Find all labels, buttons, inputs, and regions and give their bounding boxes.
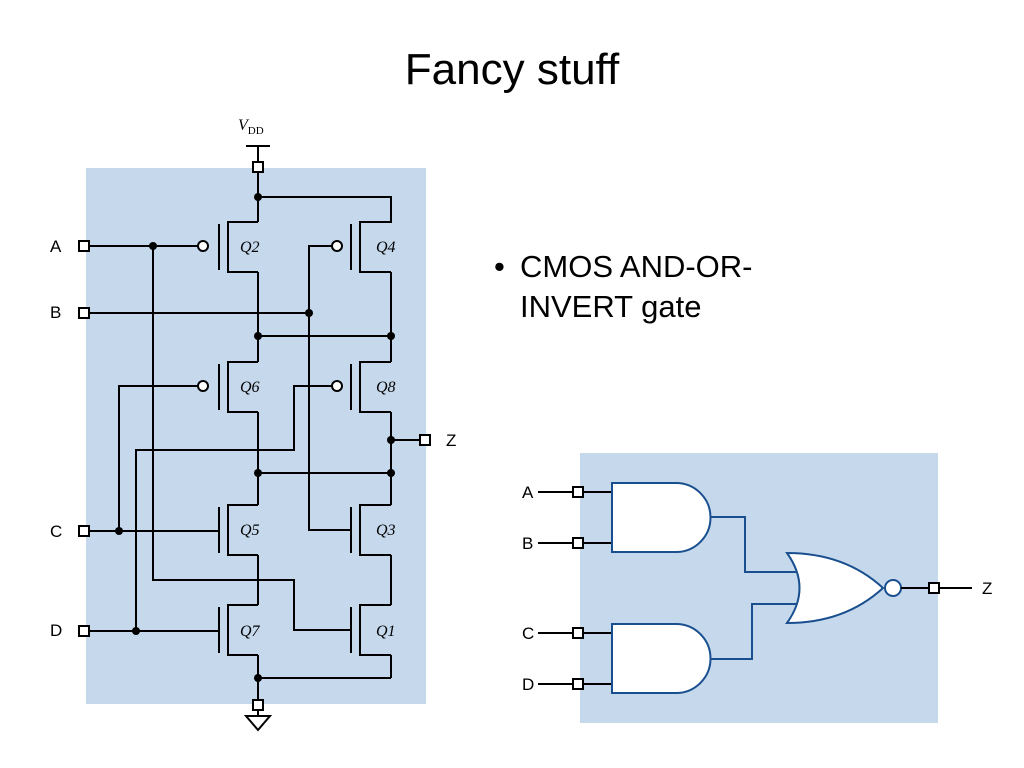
logic-input-d-label: D (522, 675, 534, 694)
slide-title: Fancy stuff (404, 45, 620, 94)
logic-input-a-pin (572, 486, 584, 498)
bullet-item: • CMOS AND-OR-INVERT gate (494, 247, 824, 327)
transistor-q4: Q4 (331, 221, 396, 273)
nor-gate (785, 551, 885, 625)
logic-output-label: Z (982, 579, 992, 598)
q6-label: Q6 (240, 379, 260, 396)
vdd-pin (252, 161, 264, 173)
ground-symbol (243, 715, 273, 732)
q4-label: Q4 (376, 239, 396, 256)
transistor-q3: Q3 (350, 504, 396, 556)
q1-label: Q1 (376, 623, 396, 640)
output-pin (419, 434, 431, 446)
transistor-q6: Q6 (197, 361, 260, 413)
logic-output-pin (928, 582, 940, 594)
logic-diagram: A B C D Z (522, 453, 992, 723)
q2-label: Q2 (240, 239, 260, 256)
input-c-pin (78, 525, 90, 537)
ground-pin (252, 699, 264, 711)
input-a-pin (78, 240, 90, 252)
q3-label: Q3 (376, 522, 396, 539)
and-gate-bottom (611, 623, 712, 694)
input-b-label: B (50, 303, 61, 322)
input-d-label: D (50, 621, 62, 640)
vdd-label: VDD (238, 117, 264, 137)
output-label: Z (446, 431, 456, 450)
input-b-pin (78, 307, 90, 319)
input-c-label: C (50, 522, 62, 541)
transistor-q1: Q1 (350, 604, 396, 656)
nor-bubble (884, 579, 902, 597)
bullet-dot: • (494, 249, 505, 284)
and-gate-top (611, 482, 712, 553)
cmos-panel (86, 168, 426, 704)
logic-input-a-label: A (522, 483, 534, 502)
q8-label: Q8 (376, 379, 396, 396)
cmos-schematic: VDD Q2 Q4 Q6 (50, 117, 456, 732)
bullet-text: CMOS AND-OR-INVERT gate (520, 249, 753, 324)
logic-input-d-pin (572, 678, 584, 690)
input-a-label: A (50, 237, 62, 256)
input-d-pin (78, 625, 90, 637)
logic-input-c-label: C (522, 624, 534, 643)
logic-input-c-pin (572, 627, 584, 639)
logic-input-b-label: B (522, 534, 533, 553)
logic-input-b-pin (572, 537, 584, 549)
q5-label: Q5 (240, 522, 260, 539)
q7-label: Q7 (240, 623, 261, 640)
